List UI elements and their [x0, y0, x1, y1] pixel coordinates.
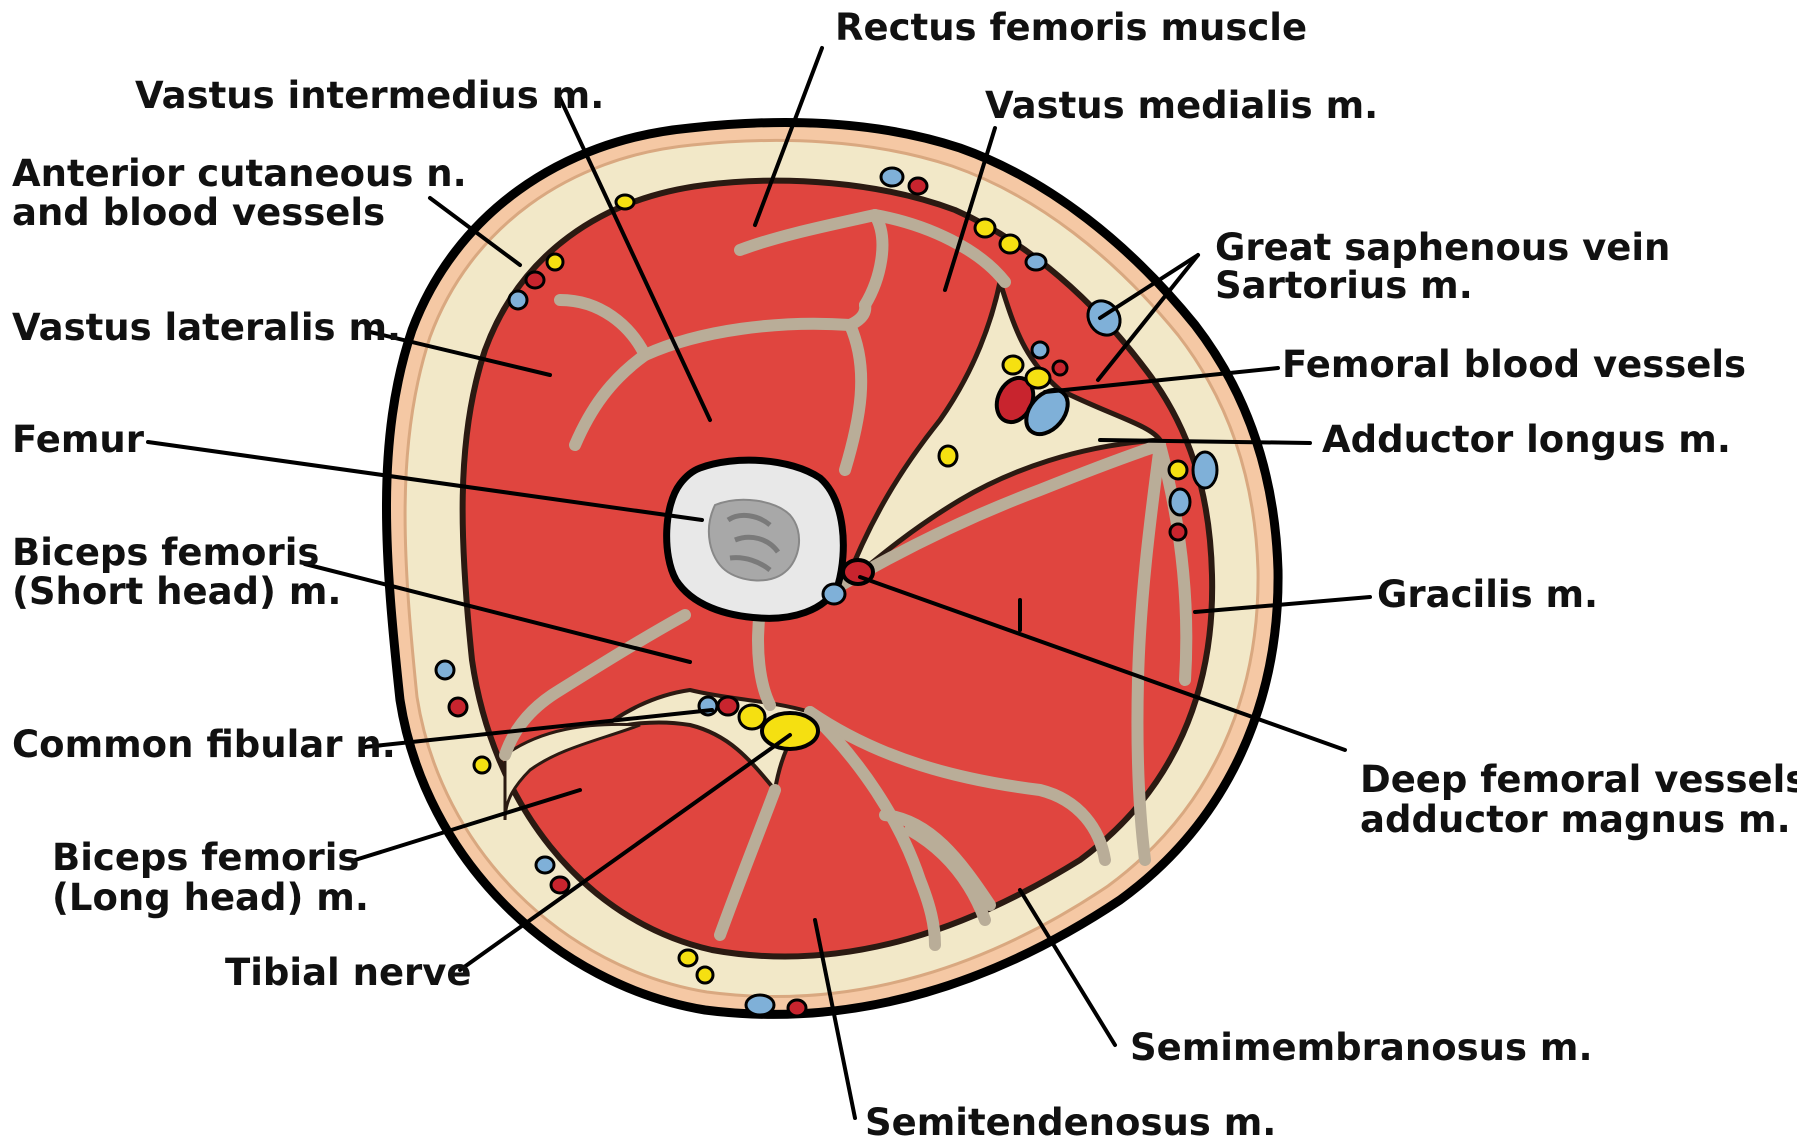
label-vastus-medialis: Vastus medialis m. — [985, 84, 1378, 127]
label-biceps-short-line2: (Short head) m. — [12, 570, 341, 613]
label-anterior-cutaneous-line1: Anterior cutaneous n. — [12, 152, 467, 195]
label-femoral-blood-vessels: Femoral blood vessels — [1282, 343, 1746, 386]
label-biceps-long-line2: (Long head) m. — [52, 876, 369, 919]
label-great-saphenous-vein: Great saphenous vein — [1215, 226, 1670, 269]
label-common-fibular: Common fibular n. — [12, 723, 396, 766]
label-anterior-cutaneous-line2: and blood vessels — [12, 191, 385, 234]
femur-bone — [667, 460, 844, 618]
label-vastus-lateralis: Vastus lateralis m. — [12, 306, 401, 349]
label-semitendenosus: Semitendenosus m. — [865, 1101, 1276, 1144]
label-deep-femoral-line1: Deep femoral vessels — [1360, 758, 1797, 801]
label-biceps-long-line1: Biceps femoris — [52, 836, 359, 879]
label-vastus-intermedius: Vastus intermedius m. — [135, 74, 604, 117]
label-biceps-short-line1: Biceps femoris — [12, 531, 319, 574]
label-semimembranosus: Semimembranosus m. — [1130, 1026, 1593, 1069]
label-tibial-nerve: Tibial nerve — [225, 951, 472, 994]
label-deep-femoral-line2: adductor magnus m. — [1360, 798, 1791, 841]
label-rectus-femoris: Rectus femoris muscle — [835, 6, 1307, 49]
label-adductor-longus: Adductor longus m. — [1322, 418, 1731, 461]
label-gracilis: Gracilis m. — [1377, 573, 1598, 616]
label-sartorius: Sartorius m. — [1215, 264, 1473, 307]
label-femur: Femur — [12, 418, 145, 461]
